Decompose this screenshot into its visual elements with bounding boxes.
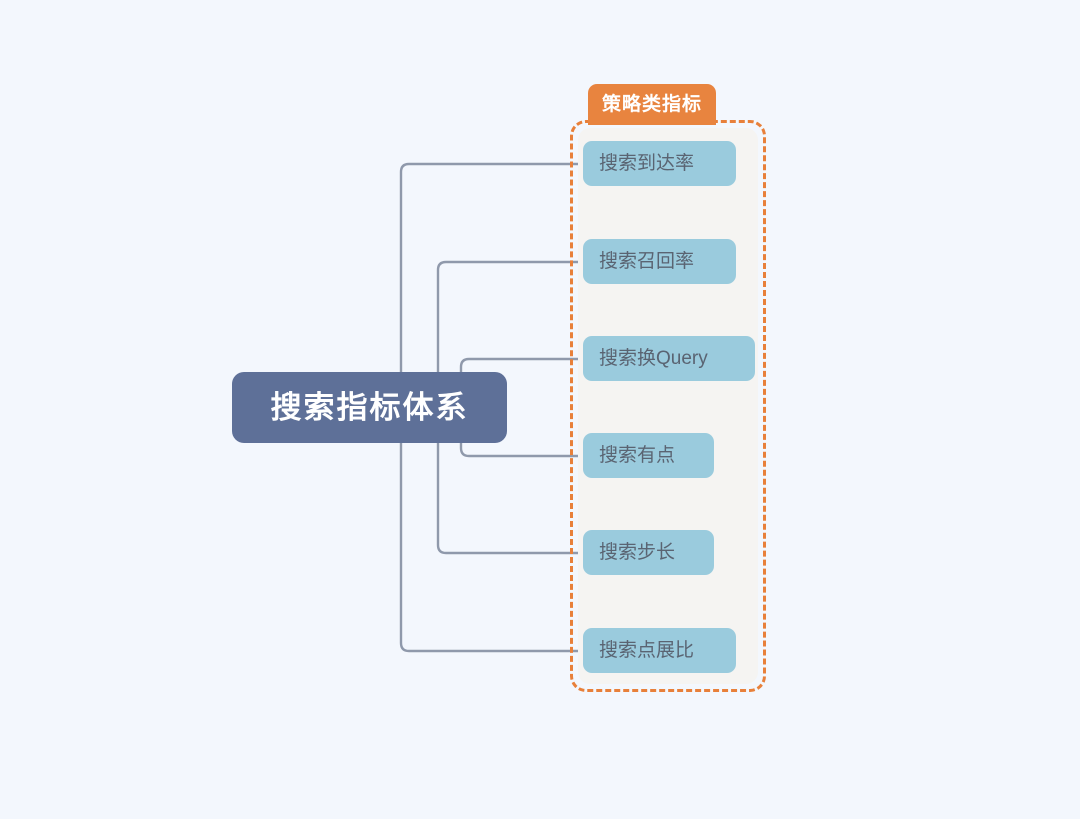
leaf-node-5[interactable]: 搜索步长 bbox=[583, 530, 714, 575]
leaf-node-label: 搜索有点 bbox=[599, 445, 676, 466]
leaf-node-4[interactable]: 搜索有点 bbox=[583, 433, 714, 478]
leaf-node-2[interactable]: 搜索召回率 bbox=[583, 239, 736, 284]
category-group-container bbox=[570, 120, 766, 692]
connector-line-6 bbox=[399, 408, 585, 653]
leaf-node-1[interactable]: 搜索到达率 bbox=[583, 141, 736, 186]
root-node[interactable]: 搜索指标体系 bbox=[232, 372, 507, 443]
root-node-label: 搜索指标体系 bbox=[270, 390, 469, 425]
leaf-node-label: 搜索步长 bbox=[599, 542, 676, 563]
leaf-node-label: 搜索到达率 bbox=[599, 153, 695, 174]
leaf-node-3[interactable]: 搜索换Query bbox=[583, 336, 755, 381]
leaf-node-label: 搜索换Query bbox=[599, 348, 708, 369]
category-group-inner-panel bbox=[578, 128, 758, 684]
leaf-node-label: 搜索点展比 bbox=[599, 640, 695, 661]
leaf-node-label: 搜索召回率 bbox=[599, 251, 695, 272]
leaf-node-6[interactable]: 搜索点展比 bbox=[583, 628, 736, 673]
category-group-title-label: 策略类指标 bbox=[602, 94, 703, 115]
category-group-title-tab[interactable]: 策略类指标 bbox=[588, 84, 717, 125]
